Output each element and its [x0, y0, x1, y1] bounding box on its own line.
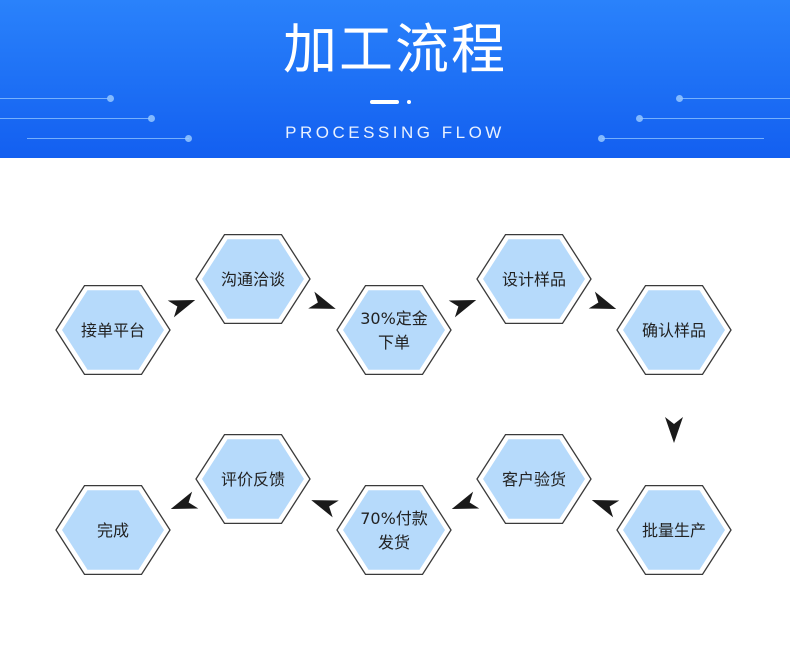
flow-arrow-icon	[591, 500, 620, 518]
process-step-9: 评价反馈	[195, 433, 311, 525]
flow-arrow-icon	[588, 291, 617, 309]
step-label: 设计样品	[502, 270, 566, 289]
hexagon-fill	[483, 239, 585, 319]
page-subtitle: PROCESSING FLOW	[285, 123, 505, 142]
hexagon-fill	[623, 490, 725, 570]
decorative-dot	[636, 115, 643, 122]
decorative-dot	[598, 135, 605, 142]
process-step-1: 接单平台	[55, 284, 171, 376]
step-label: 批量生产	[642, 521, 706, 540]
flow-arrow-icon	[665, 417, 683, 443]
flow-arrow-icon	[311, 500, 339, 518]
step-label: 发货	[378, 533, 410, 552]
step-label: 评价反馈	[221, 470, 285, 489]
process-step-6: 批量生产	[616, 484, 732, 576]
decorative-line	[680, 98, 790, 99]
step-label: 70%付款	[360, 509, 428, 528]
process-step-10: 完成	[55, 484, 171, 576]
step-label: 完成	[97, 521, 129, 540]
hexagon-fill	[623, 290, 725, 370]
step-label: 接单平台	[81, 321, 145, 340]
decorative-dot	[185, 135, 192, 142]
flow-arrow-icon	[451, 491, 480, 509]
process-step-2: 沟通洽谈	[195, 233, 311, 325]
step-label: 确认样品	[642, 321, 706, 340]
decorative-line	[602, 138, 764, 139]
hexagon-fill	[483, 439, 585, 519]
process-step-5: 确认样品	[616, 284, 732, 376]
hexagon-fill	[202, 439, 304, 519]
hexagon-fill	[62, 290, 164, 370]
decorative-line	[0, 118, 150, 119]
flow-arrow-icon	[167, 300, 196, 318]
decorative-dot	[148, 115, 155, 122]
hexagon-fill	[202, 239, 304, 319]
title-divider-dot	[407, 100, 411, 104]
decorative-line	[0, 98, 108, 99]
page-title: 加工流程	[283, 18, 507, 81]
decorative-line	[640, 118, 790, 119]
decorative-dot	[676, 95, 683, 102]
step-label: 沟通洽谈	[221, 270, 285, 289]
step-label: 30%定金	[360, 309, 428, 328]
flow-arrow-icon	[170, 491, 199, 509]
decorative-dot	[107, 95, 114, 102]
hexagon-fill	[343, 490, 445, 570]
hexagon-fill	[62, 490, 164, 570]
step-label: 客户验货	[502, 470, 566, 489]
flow-arrow-icon	[308, 291, 336, 309]
process-step-4: 设计样品	[476, 233, 592, 325]
header-banner: 加工流程 PROCESSING FLOW	[0, 0, 790, 158]
hexagon-fill	[343, 290, 445, 370]
decorative-line	[27, 138, 189, 139]
step-label: 下单	[378, 333, 410, 352]
flow-arrow-icon	[448, 300, 477, 318]
process-step-7: 客户验货	[476, 433, 592, 525]
arrows-layer	[167, 291, 683, 518]
title-divider-dash	[370, 100, 399, 104]
